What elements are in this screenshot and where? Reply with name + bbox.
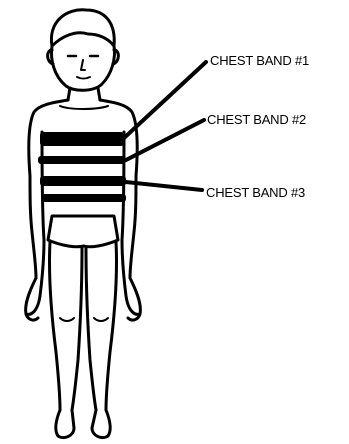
head-outline: [52, 46, 115, 90]
left-leg-inner: [72, 248, 82, 410]
nose: [81, 60, 85, 70]
chest-band-3-label: CHEST BAND #3: [206, 186, 305, 199]
right-leg-outer: [106, 242, 117, 410]
briefs: [48, 216, 118, 247]
hair: [51, 10, 114, 46]
chest-band-1: [40, 132, 124, 146]
left-foot: [56, 410, 74, 438]
chest-band-2-label: CHEST BAND #2: [207, 113, 306, 126]
left-leg-outer: [49, 242, 60, 410]
collarbone: [60, 106, 108, 109]
right-knee: [94, 318, 108, 321]
left-knee: [60, 318, 74, 321]
chest-band-2: [38, 156, 126, 164]
torso-right: [100, 100, 137, 278]
neck-left: [68, 88, 70, 100]
right-leg-inner: [86, 248, 96, 410]
chest-band-1-label: CHEST BAND #1: [210, 54, 309, 67]
right-foot: [92, 410, 110, 438]
chest-band-3-lower: [42, 194, 126, 202]
chest-band-3: [40, 176, 126, 186]
mouth: [77, 77, 90, 79]
neck-right: [98, 88, 100, 100]
